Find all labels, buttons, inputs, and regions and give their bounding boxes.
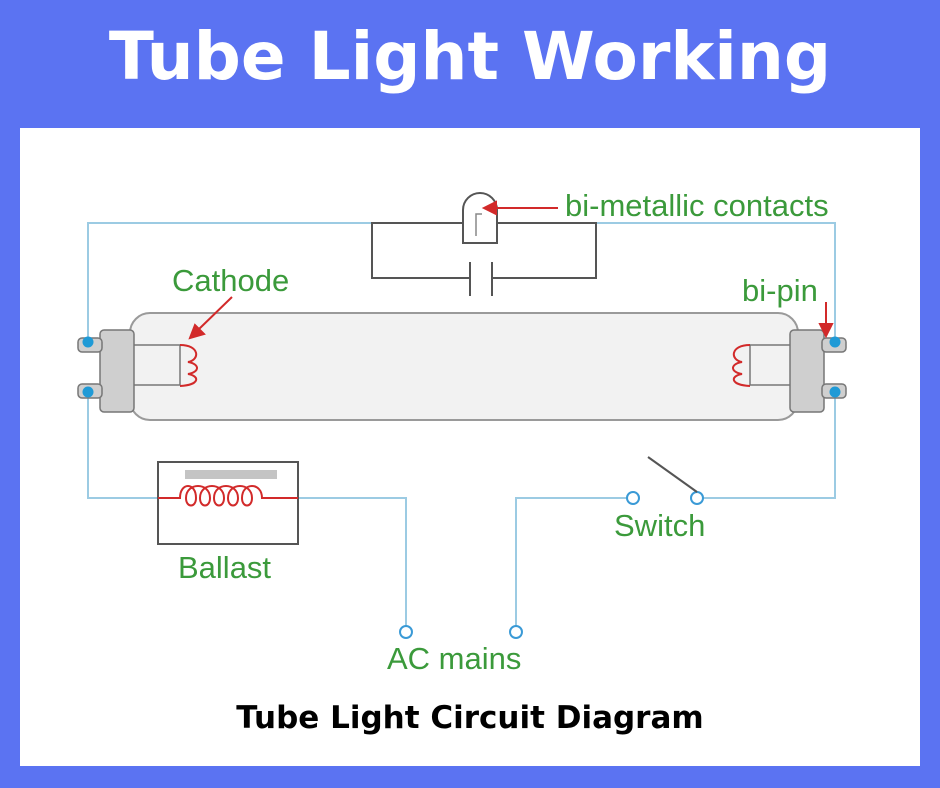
banner-title: Tube Light Working <box>108 18 832 95</box>
right-pin-bottom-contact <box>829 386 841 398</box>
switch-terminal-left <box>626 491 640 505</box>
diagram-caption: Tube Light Circuit Diagram <box>236 700 704 736</box>
switch-terminal-right <box>690 491 704 505</box>
left-pin-bottom-contact <box>82 386 94 398</box>
right-end-cap-body <box>789 329 825 413</box>
tube-glass <box>129 312 799 421</box>
pointer-arrows <box>188 200 834 340</box>
left-filament-icon <box>179 344 198 387</box>
label-ballast: Ballast <box>178 550 271 585</box>
bipin-arrowhead <box>818 323 834 339</box>
left-pin-top-contact <box>82 336 94 348</box>
switch-lever <box>647 456 698 493</box>
starter-bulb-icon <box>462 192 498 244</box>
bimetallic-arrowhead <box>481 200 497 216</box>
left-end-cap-body <box>99 329 135 413</box>
right-filament-icon <box>732 344 751 387</box>
label-cathode: Cathode <box>172 263 289 298</box>
wire-top-left <box>87 222 463 342</box>
wire-mains-to-switch <box>515 497 628 627</box>
label-bimetallic-contacts: bi-metallic contacts <box>565 188 829 223</box>
right-pin-top-contact <box>829 336 841 348</box>
ballast-core <box>185 470 277 479</box>
ac-terminal-right <box>509 625 523 639</box>
right-end-cap <box>749 329 847 413</box>
ac-terminal-left <box>399 625 413 639</box>
left-end-cap <box>77 329 181 413</box>
cathode-arrow <box>197 296 233 331</box>
label-ac-mains: AC mains <box>387 641 521 676</box>
starter-wire-left <box>371 222 470 279</box>
label-switch: Switch <box>614 508 705 543</box>
label-bi-pin: bi-pin <box>742 273 818 308</box>
starter-circuit <box>371 222 597 296</box>
wire-ballast-to-mains <box>298 497 407 627</box>
wiring <box>87 222 836 627</box>
cathode-arrowhead <box>188 323 206 340</box>
bimetallic-strip <box>475 213 482 236</box>
ballast-coil-icon <box>158 485 298 507</box>
wire-switch-to-right <box>702 392 836 499</box>
wire-top-right <box>497 222 836 342</box>
wire-left-to-ballast <box>87 392 158 499</box>
starter-wire-right <box>492 222 597 279</box>
